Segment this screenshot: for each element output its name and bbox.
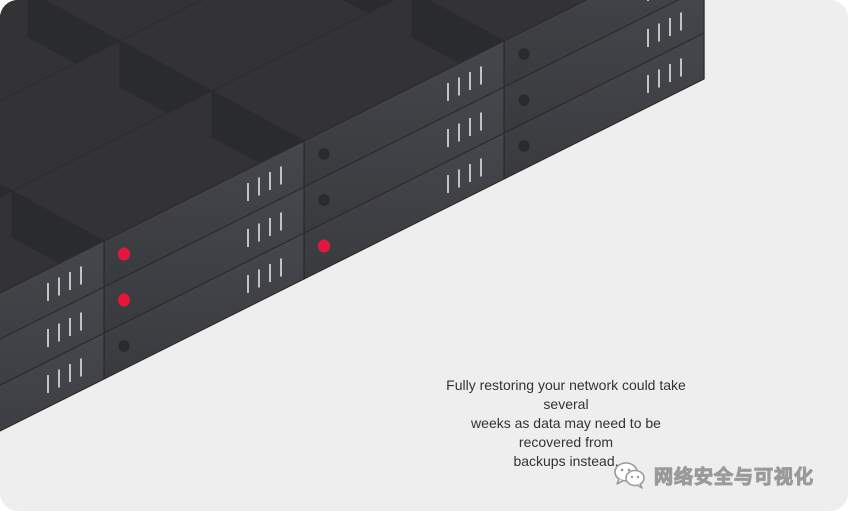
caption-line-3: backups instead. bbox=[513, 453, 619, 469]
caption-text: Fully restoring your network could take … bbox=[440, 376, 692, 471]
server-front-face bbox=[0, 240, 105, 340]
wechat-icon bbox=[614, 462, 645, 489]
caption-line-2: weeks as data may need to be recovered f… bbox=[471, 415, 661, 450]
power-button bbox=[518, 48, 530, 60]
watermark-text: 网络安全与可视化 bbox=[653, 465, 815, 488]
server-units bbox=[0, 0, 705, 432]
status-light-red bbox=[318, 239, 330, 253]
power-button bbox=[518, 94, 530, 106]
power-button bbox=[318, 148, 330, 160]
watermark: 网络安全与可视化 bbox=[612, 460, 814, 490]
power-button bbox=[518, 140, 530, 152]
status-light-red bbox=[118, 293, 130, 307]
power-button bbox=[318, 194, 330, 206]
status-light-red bbox=[118, 247, 130, 261]
caption-line-1: Fully restoring your network could take … bbox=[446, 377, 686, 412]
power-button bbox=[118, 340, 130, 352]
